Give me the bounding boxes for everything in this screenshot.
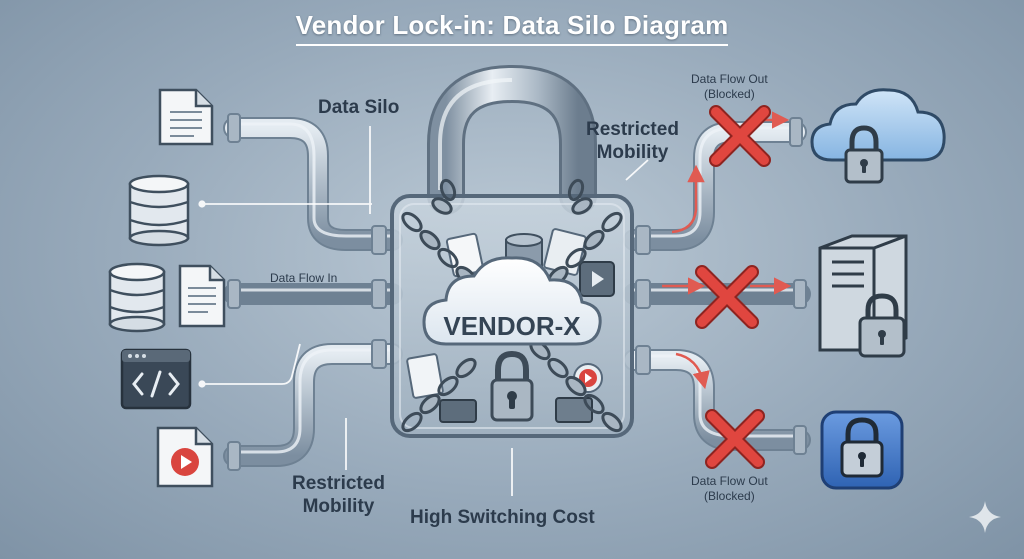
pipe-coupling: [227, 279, 241, 309]
video-file-icon: [579, 261, 615, 297]
data-flow-out-label-top: Data Flow Out (Blocked): [691, 72, 768, 102]
leader-line-data-flow-in: [198, 343, 301, 388]
input-pipe-3: [223, 343, 403, 467]
document-icon: [178, 264, 226, 328]
restricted-mobility-label-bottom: Restricted Mobility: [292, 472, 385, 518]
data-flow-in-label: Data Flow In: [270, 271, 338, 285]
chain-shackle: [431, 178, 593, 215]
source-icons: [108, 88, 226, 488]
locked-app-icon: [820, 410, 904, 490]
blocked-x-icon: [705, 409, 765, 469]
pipe-coupling: [371, 279, 387, 309]
leader-line-restricted-mobility: [625, 159, 649, 181]
pipe-coupling: [371, 339, 387, 369]
label-line: Mobility: [302, 496, 375, 517]
database-icon: [108, 262, 166, 333]
chains: [401, 178, 623, 433]
title-bar: Vendor Lock-in: Data Silo Diagram: [0, 10, 1024, 46]
pipe-coupling: [789, 117, 803, 147]
diagram-title: Vendor Lock-in: Data Silo Diagram: [295, 10, 729, 46]
pipe-coupling: [793, 279, 807, 309]
blocked-markers: [695, 105, 771, 469]
blocked-x-icon: [709, 105, 771, 167]
small-lock-icon: [490, 350, 534, 422]
data-silo-label: Data Silo: [318, 97, 400, 118]
sparkle-icon: [969, 501, 1001, 533]
input-pipes: [223, 113, 403, 471]
video-file-icon: [156, 426, 214, 488]
label-line: Restricted: [292, 473, 385, 494]
document-icon: [406, 353, 444, 399]
flow-arrow: [675, 352, 710, 390]
flow-arrow: [671, 164, 705, 234]
vendor-cloud: VENDOR-X: [422, 256, 602, 346]
leader-lines: [198, 126, 649, 496]
pipe-coupling: [635, 279, 651, 309]
vendor-label: VENDOR-X: [443, 311, 581, 341]
blocked-flow-arrows: [662, 111, 792, 390]
pipe-coupling: [227, 113, 241, 143]
code-window-icon: [120, 348, 192, 410]
document-icon: [158, 88, 214, 146]
data-flow-out-label-bottom: Data Flow Out (Blocked): [691, 474, 768, 504]
pipe-coupling: [635, 225, 651, 255]
input-pipe-2: [223, 283, 403, 305]
high-switching-cost-label: High Switching Cost: [410, 507, 595, 528]
locked-server-icon: [818, 234, 908, 358]
pipe-coupling: [227, 441, 241, 471]
label-line: Restricted: [586, 119, 679, 140]
pipe-coupling: [371, 225, 387, 255]
label-line: (Blocked): [704, 489, 755, 503]
pipe-coupling: [635, 345, 651, 375]
label-line: Data Flow Out: [691, 474, 768, 488]
input-pipe-1: [223, 117, 403, 251]
locked-cloud-icon: [810, 88, 946, 184]
output-pipe-1: [623, 121, 807, 251]
folder-icon: [439, 399, 477, 423]
label-line: Data Flow Out: [691, 72, 768, 86]
restricted-mobility-label-top: Restricted Mobility: [586, 118, 679, 164]
label-line: Mobility: [596, 142, 669, 163]
label-line: (Blocked): [704, 87, 755, 101]
database-icon: [128, 174, 190, 247]
pipe-coupling: [793, 425, 807, 455]
padlock: VENDOR-X: [390, 64, 634, 438]
blocked-x-icon: [695, 265, 759, 329]
destination-icons: [810, 88, 946, 490]
